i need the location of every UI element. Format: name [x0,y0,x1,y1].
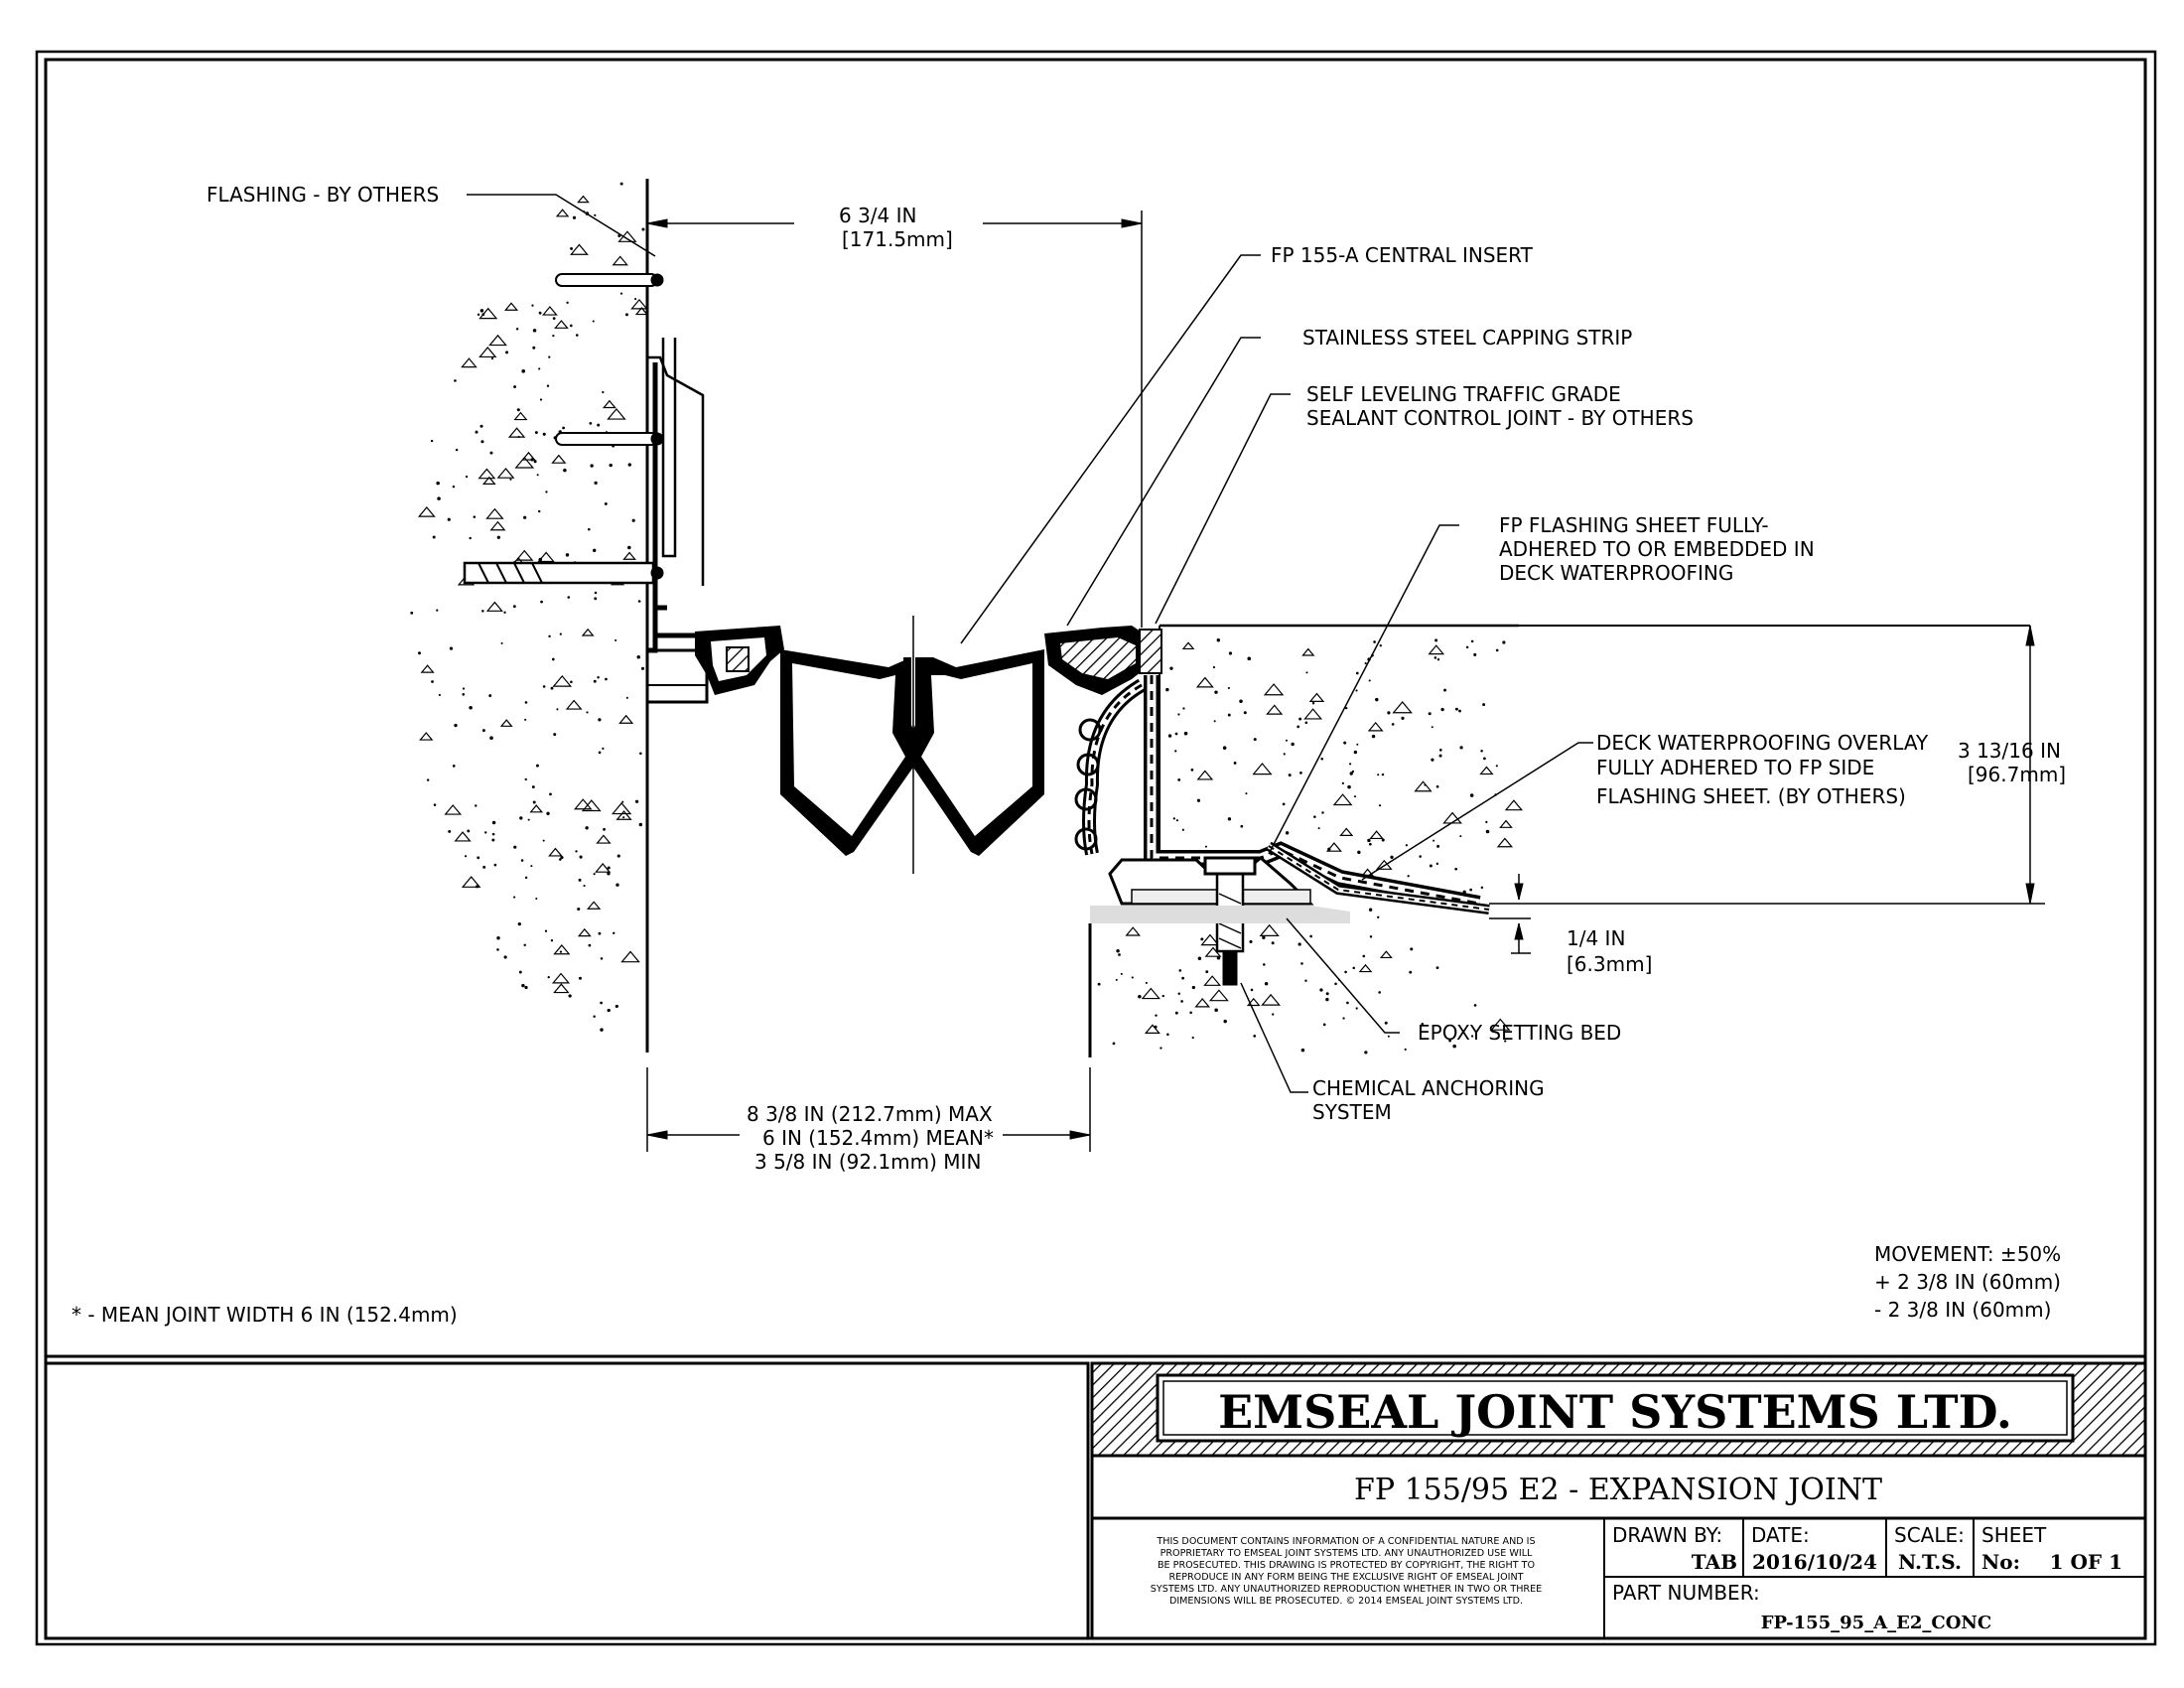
svg-text:DIMENSIONS WILL BE PROSECUTED.: DIMENSIONS WILL BE PROSECUTED. © 2014 EM… [1169,1596,1523,1607]
label-movement-plus: + 2 3/8 IN (60mm) [1874,1270,2061,1294]
label-dim-top-imperial: 6 3/4 IN [839,204,917,227]
date-value: 2016/10/24 [1752,1550,1877,1574]
drawn-by-label: DRAWN BY: [1612,1523,1722,1547]
right-deck-concrete [1088,624,2030,1057]
sheet-label: SHEET [1981,1523,2047,1547]
deck-flashing-sheet [1074,675,1490,986]
svg-text:PROPRIETARY TO EMSEAL JOINT SY: PROPRIETARY TO EMSEAL JOINT SYSTEMS LTD.… [1160,1548,1533,1559]
label-dim-small-imperial: 1/4 IN [1567,926,1625,950]
label-flashing-by-others: FLASHING - BY OTHERS [206,183,439,207]
drawing-title: FP 155/95 E2 - EXPANSION JOINT [1354,1473,1882,1507]
label-anchoring-1: CHEMICAL ANCHORING [1312,1076,1545,1100]
dimensions [646,211,2045,1152]
label-anchoring-2: SYSTEM [1312,1100,1392,1124]
deck-aggregate-texture [1097,638,1524,1055]
label-epoxy-setting-bed: EPOXY SETTING BED [1418,1021,1621,1045]
sheet-no-label: No: [1981,1550,2020,1574]
left-flashing-assembly [463,273,709,704]
part-number-value: FP-155_95_A_E2_CONC [1761,1613,1991,1633]
label-deck-overlay-3: FLASHING SHEET. (BY OTHERS) [1596,784,1906,808]
label-flashing-sheet-1: FP FLASHING SHEET FULLY- [1499,513,1769,537]
label-joint-width-min: 3 5/8 IN (92.1mm) MIN [754,1150,981,1174]
label-dim-height-metric: [96.7mm] [1968,763,2066,786]
svg-text:SYSTEMS LTD. ANY UNAUTHORIZED: SYSTEMS LTD. ANY UNAUTHORIZED REPRODUCTI… [1151,1584,1542,1595]
label-central-insert: FP 155-A CENTRAL INSERT [1271,243,1534,267]
label-dim-small-metric: [6.3mm] [1567,952,1652,976]
label-movement: MOVEMENT: ±50% [1874,1242,2061,1266]
date-label: DATE: [1751,1523,1810,1547]
label-capping-strip: STAINLESS STEEL CAPPING STRIP [1302,326,1632,350]
label-sealant-1: SELF LEVELING TRAFFIC GRADE [1306,382,1621,406]
left-wall-concrete [408,179,649,1053]
label-joint-width-max: 8 3/8 IN (212.7mm) MAX [747,1102,993,1126]
svg-text:BE PROSECUTED. THIS DRAWING IS: BE PROSECUTED. THIS DRAWING IS PROTECTED… [1158,1560,1536,1571]
callout-text: FLASHING - BY OTHERS 6 3/4 IN [171.5mm] … [71,183,2066,1327]
central-insert-profile [695,616,1162,874]
footnote-mean-width: * - MEAN JOINT WIDTH 6 IN (152.4mm) [71,1303,458,1327]
sheet-border-outer [35,50,2157,1646]
label-dim-top-metric: [171.5mm] [842,227,953,251]
svg-text:THIS DOCUMENT CONTAINS INFORMA: THIS DOCUMENT CONTAINS INFORMATION OF A … [1156,1536,1535,1547]
label-joint-width-mean: 6 IN (152.4mm) MEAN* [762,1126,994,1150]
title-block-left-blank [44,1361,1090,1640]
drawn-by-value: TAB [1692,1550,1737,1574]
label-deck-overlay-1: DECK WATERPROOFING OVERLAY [1596,731,1929,755]
label-flashing-sheet-3: DECK WATERPROOFING [1499,561,1733,585]
confidentiality-notice: THIS DOCUMENT CONTAINS INFORMATION OF A … [1151,1536,1542,1607]
wall-anchor-bolts [463,273,664,585]
part-number-label: PART NUMBER: [1612,1581,1760,1605]
scale-label: SCALE: [1894,1523,1965,1547]
label-sealant-2: SEALANT CONTROL JOINT - BY OTHERS [1306,406,1694,430]
title-block: EMSEAL JOINT SYSTEMS LTD. FP 155/95 E2 -… [44,1361,2147,1640]
concrete-aggregate-texture [410,182,649,1032]
company-name: EMSEAL JOINT SYSTEMS LTD. [1218,1385,2012,1439]
label-deck-overlay-2: FULLY ADHERED TO FP SIDE [1596,756,1874,779]
sheet-no-value: 1 OF 1 [2050,1550,2122,1574]
label-flashing-sheet-2: ADHERED TO OR EMBEDDED IN [1499,537,1815,561]
leader-lines [467,194,1593,1093]
scale-value: N.T.S. [1898,1550,1962,1574]
label-movement-minus: - 2 3/8 IN (60mm) [1874,1298,2051,1322]
label-dim-height-imperial: 3 13/16 IN [1958,739,2061,763]
svg-text:REPRODUCE IN ANY FORM BEING TH: REPRODUCE IN ANY FORM BEING THE EXCLUSIV… [1168,1572,1523,1583]
